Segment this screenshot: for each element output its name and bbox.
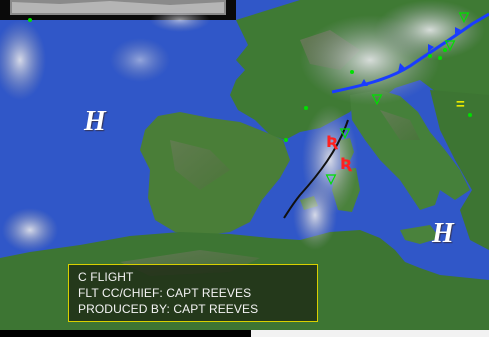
land-sicily [400, 225, 440, 244]
info-flight: C FLIGHT [78, 270, 134, 284]
cold-front [331, 12, 489, 94]
shower-symbol-icon: ▽ [445, 37, 455, 52]
shower-symbol-icon: ▽ [372, 91, 382, 106]
high-pressure-center-west: H [84, 106, 106, 137]
haze-symbol-icon: = [456, 96, 465, 113]
trough-line [283, 119, 349, 219]
flight-info-box: C FLIGHT FLT CC/CHIEF: CAPT REEVES PRODU… [68, 264, 318, 322]
shower-symbol-icon: ▽ [326, 171, 336, 186]
info-chief: FLT CC/CHIEF: CAPT REEVES [78, 286, 252, 300]
land-balkans [430, 90, 489, 250]
thunderstorm-symbol-icon: Ʀ [340, 154, 353, 173]
land-italy [350, 90, 470, 210]
thunderstorm-symbol-icon: Ʀ [326, 132, 339, 151]
shower-symbol-icon: ▽ [459, 9, 469, 24]
shower-symbol-icon: ▽ [340, 125, 350, 140]
high-pressure-center-southeast: H [432, 218, 454, 249]
info-producer: PRODUCED BY: CAPT REEVES [78, 302, 259, 316]
